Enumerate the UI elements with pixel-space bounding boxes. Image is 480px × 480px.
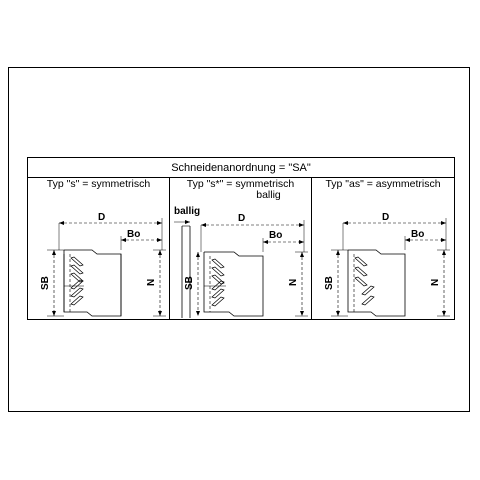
knife-blades [211,258,225,307]
cutter-body [63,249,122,317]
label-sb: SB [184,276,195,290]
label-sb: SB [40,276,51,290]
label-d: D [382,212,389,223]
label-bo: Bo [269,230,282,241]
knife-blades [70,256,84,306]
label-bo: Bo [127,229,140,240]
arrowhead [157,221,162,225]
cutter-body [203,251,264,317]
arrowhead [157,238,162,242]
label-n: N [430,279,441,286]
column-subheader: ballig [256,189,281,201]
table-title: Schneidenanordnung = "SA" [28,158,454,178]
column-header-text: Typ "s" = symmetrisch [46,178,151,190]
column-asymmetric: Typ "as" = asymmetrisch D Bo SB [312,178,454,320]
cutter-drawing-crowned: ballig D Bo SB [174,206,308,318]
column-header-text: Typ "s*" = symmetrisch [186,178,295,190]
column-header: Typ "s*" = symmetrisch ballig [170,179,311,201]
label-d: D [98,212,105,223]
column-header-text: Typ "as" = asymmetrisch [325,178,441,190]
column-symmetric: Typ "s" = symmetrisch D Bo SB [28,178,170,320]
cutter-drawing-symmetric: D Bo SB N [40,212,166,317]
arrowhead [121,238,126,242]
column-header: Typ "as" = asymmetrisch [312,179,454,190]
knife-blades [354,256,375,306]
column-header: Typ "s" = symmetrisch [28,179,169,190]
cutter-body [347,249,406,317]
column-symmetric-crowned: Typ "s*" = symmetrisch ballig ballig D B… [170,178,312,320]
label-ballig: ballig [174,206,200,217]
label-n: N [288,279,299,286]
arrowhead [59,221,64,225]
arrangement-table: Schneidenanordnung = "SA" Typ "s" = symm… [27,157,455,320]
label-d: D [238,213,245,224]
label-n: N [146,279,157,286]
label-sb: SB [324,276,335,290]
drawing-frame [8,67,470,412]
cutter-drawing-asymmetric: D Bo SB N [324,212,450,317]
label-bo: Bo [411,229,424,240]
